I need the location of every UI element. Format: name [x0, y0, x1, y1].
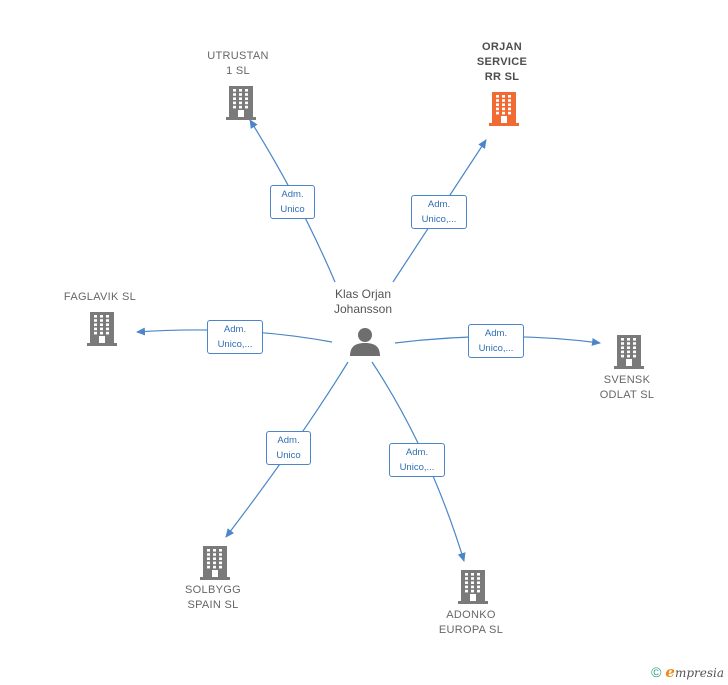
edge-label-faglavik[interactable]: Adm. Unico,...	[207, 320, 263, 354]
person-icon[interactable]	[349, 327, 381, 357]
building-icon[interactable]	[488, 90, 520, 126]
edge-label-adonko[interactable]: Adm. Unico,...	[389, 443, 445, 477]
copyright-notice: © empresia	[651, 663, 724, 681]
building-icon[interactable]	[199, 544, 231, 580]
building-icon[interactable]	[613, 333, 645, 369]
company-name-solbygg[interactable]: SOLBYGG SPAIN SL	[185, 584, 241, 611]
company-name-faglavik[interactable]: FAGLAVIK SL	[63, 291, 137, 303]
brand-logo: empresia	[665, 663, 724, 681]
building-icon[interactable]	[86, 310, 118, 346]
company-name-orjan[interactable]: ORJAN SERVICE RR SL	[476, 41, 528, 83]
company-name-utrustan[interactable]: UTRUSTAN 1 SL	[207, 50, 269, 77]
building-icon[interactable]	[457, 568, 489, 604]
company-name-adonko[interactable]: ADONKO EUROPA SL	[438, 609, 504, 636]
building-icon[interactable]	[225, 84, 257, 120]
person-name[interactable]: Klas Orjan Johansson	[333, 287, 393, 316]
edge-label-svensk[interactable]: Adm. Unico,...	[468, 324, 524, 358]
edge-label-orjan[interactable]: Adm. Unico,...	[411, 195, 467, 229]
company-name-svensk[interactable]: SVENSK ODLAT SL	[599, 374, 655, 401]
edge-label-utrustan[interactable]: Adm. Unico	[270, 185, 315, 219]
copyright-symbol: ©	[651, 664, 662, 680]
edge-label-solbygg[interactable]: Adm. Unico	[266, 431, 311, 465]
